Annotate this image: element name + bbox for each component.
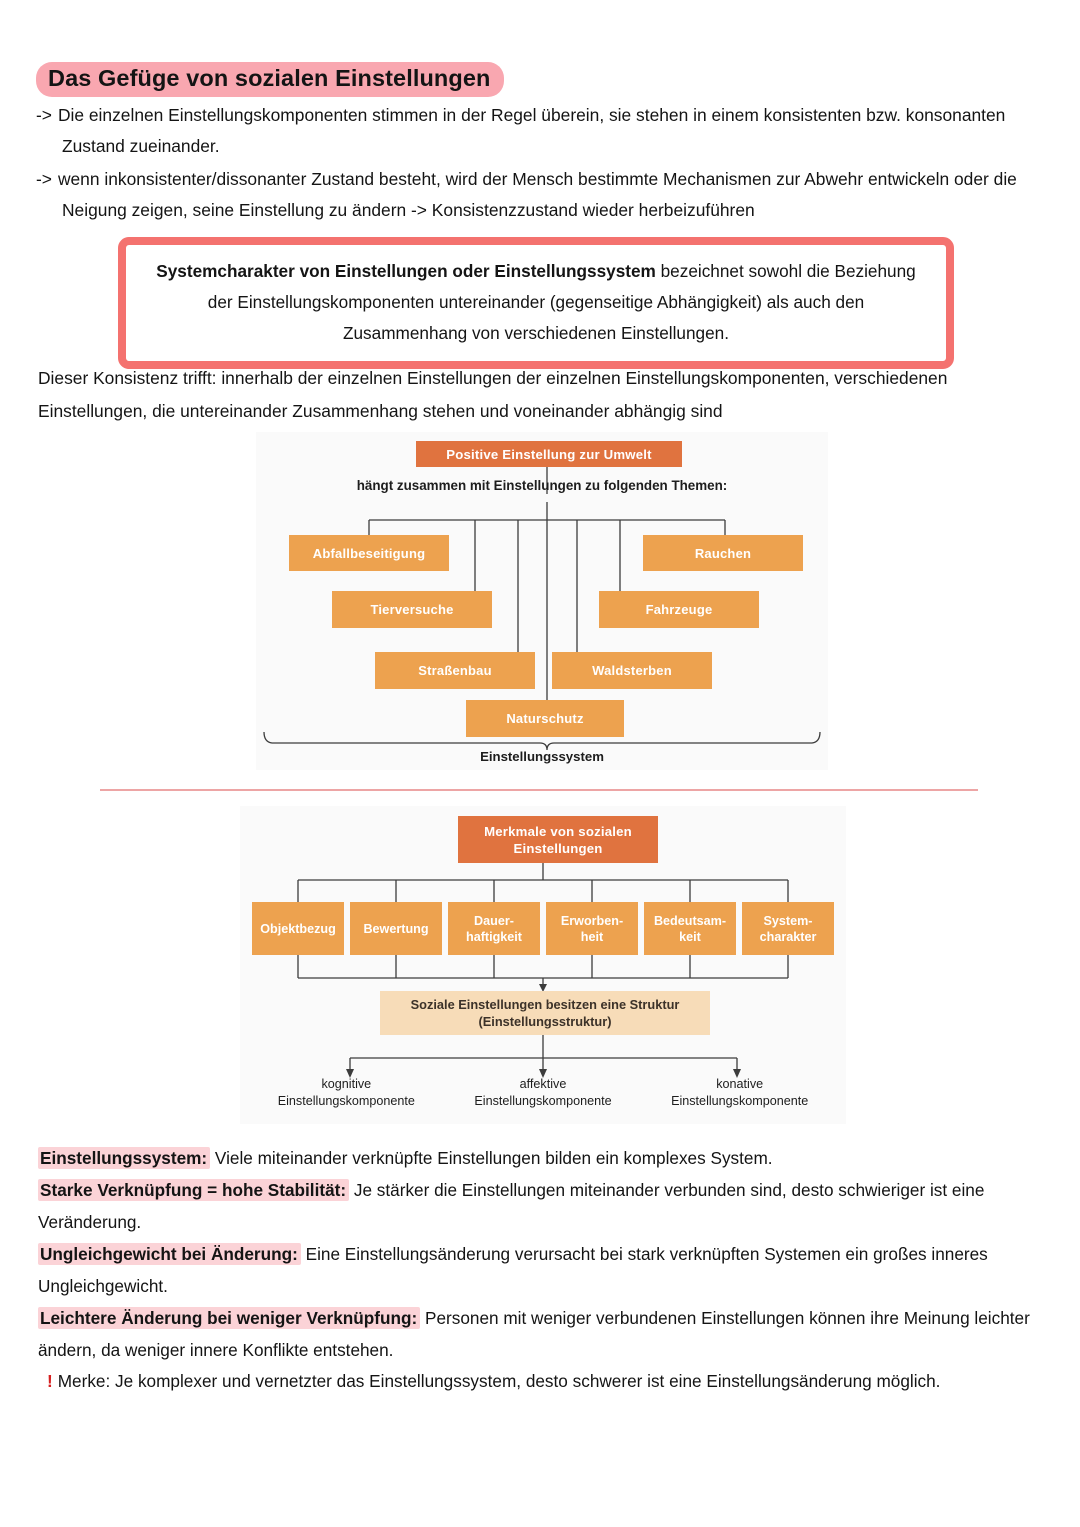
diagram2-feature-bedeutsamkeit: Bedeutsam-keit [644,902,736,955]
arrow-marker: -> [36,105,52,125]
diagram2-feature-systemcharakter: System-charakter [742,902,834,955]
diagram2-feature-objektbezug: Objektbezug [252,902,344,955]
summary-point-1: Einstellungssystem: Viele miteinander ve… [38,1142,1050,1174]
diagram-attitude-features: Merkmale von sozialen Einstellungen Obje… [240,806,846,1124]
exclamation-icon: ! [47,1371,53,1391]
diagram1-footer-label: Einstellungssystem [480,749,604,764]
diagram1-node-tierversuche: Tierversuche [332,591,492,628]
definition-callout: Systemcharakter von Einstellungen oder E… [118,237,954,369]
summary-text-4: Personen mit weniger verbundenen Einstel… [38,1308,1030,1360]
merke-note: !Merke: Je komplexer und vernetzter das … [47,1366,1047,1396]
intro-paragraphs: ->Die einzelnen Einstellungskomponenten … [36,100,1048,228]
diagram1-root-node: Positive Einstellung zur Umwelt [416,441,682,467]
section-divider [100,789,978,791]
definition-term: Systemcharakter von Einstellungen oder E… [156,261,656,281]
arrow-marker: -> [36,169,52,189]
diagram1-node-abfallbeseitigung: Abfallbeseitigung [289,535,449,571]
page-title: Das Gefüge von sozialen Einstellungen [36,62,505,97]
diagram2-root-node: Merkmale von sozialen Einstellungen [458,816,658,863]
diagram2-feature-bewertung: Bewertung [350,902,442,955]
diagram-attitude-system: Positive Einstellung zur Umwelt hängt zu… [256,432,828,770]
consistency-paragraph: Dieser Konsistenz trifft: innerhalb der … [38,362,1048,428]
diagram2-feature-row: Objektbezug Bewertung Dauer-haftigkeit E… [252,902,834,955]
consistency-text: Dieser Konsistenz trifft: innerhalb der … [38,368,948,421]
intro-item-1: ->Die einzelnen Einstellungskomponenten … [36,100,1048,162]
intro-text-2: wenn inkonsistenter/dissonanter Zustand … [57,169,1017,220]
diagram1-node-waldsterben: Waldsterben [552,652,712,689]
diagram2-leaf-konative: konative Einstellungskomponente [671,1077,809,1108]
diagram1-node-rauchen: Rauchen [643,535,803,571]
diagram1-node-naturschutz: Naturschutz [466,700,624,737]
summary-text-2: Je stärker die Einstellungen miteinander… [38,1180,985,1232]
summary-point-2: Starke Verknüpfung = hohe Stabilität: Je… [38,1174,1050,1238]
intro-text-1: Die einzelnen Einstellungskomponenten st… [57,105,1006,156]
summary-text-3: Eine Einstellungsänderung verursacht bei… [38,1244,988,1296]
intro-item-2: ->wenn inkonsistenter/dissonanter Zustan… [36,164,1048,226]
diagram1-node-fahrzeuge: Fahrzeuge [599,591,759,628]
summary-text-1: Viele miteinander verknüpfte Einstellung… [210,1148,773,1168]
diagram2-structure-box: Soziale Einstellungen besitzen eine Stru… [380,991,710,1035]
summary-point-4: Leichtere Änderung bei weniger Verknüpfu… [38,1302,1050,1366]
summary-points: Einstellungssystem: Viele miteinander ve… [38,1142,1050,1366]
summary-term-4: Leichtere Änderung bei weniger Verknüpfu… [38,1307,421,1329]
summary-term-2: Starke Verknüpfung = hohe Stabilität: [38,1179,350,1201]
summary-point-3: Ungleichgewicht bei Änderung: Eine Einst… [38,1238,1050,1302]
diagram2-leaf-affektive: affektive Einstellungskomponente [474,1077,612,1108]
diagram1-caption: hängt zusammen mit Einstellungen zu folg… [356,478,728,493]
diagram2-leaf-kognitive: kognitive Einstellungskomponente [277,1077,415,1108]
diagram1-node-strassenbau: Straßenbau [375,652,535,689]
diagram2-feature-erworbenheit: Erworben-heit [546,902,638,955]
diagram2-feature-dauerhaftigkeit: Dauer-haftigkeit [448,902,540,955]
merke-text: Merke: Je komplexer und vernetzter das E… [57,1371,941,1391]
summary-term-1: Einstellungssystem: [38,1147,211,1169]
page-title-wrap: Das Gefüge von sozialen Einstellungen [36,62,505,97]
summary-term-3: Ungleichgewicht bei Änderung: [38,1243,301,1265]
diagram2-component-row: kognitive Einstellungskomponente affekti… [248,1076,838,1110]
definition-body: bezeichnet sowohl die Beziehung der Eins… [207,261,916,343]
